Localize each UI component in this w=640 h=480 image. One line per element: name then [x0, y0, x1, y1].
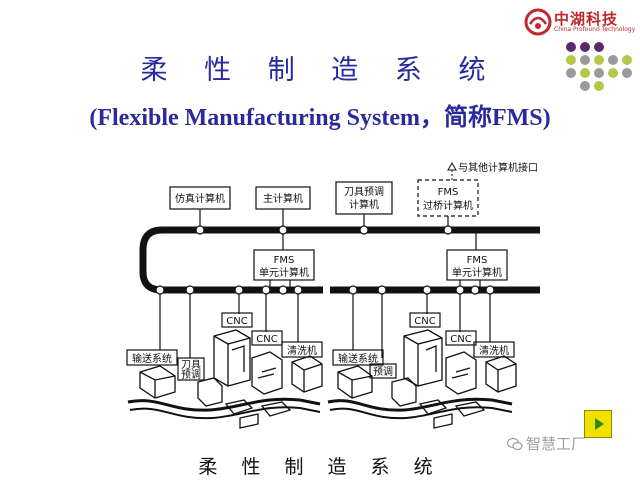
decorative-dots: [566, 42, 640, 92]
label-simulation-computer: 仿真计算机: [175, 192, 225, 205]
network-bus-left: [139, 226, 323, 294]
label-cell-unit-right-1: FMS: [467, 255, 488, 266]
label-cleaning-left: 清洗机: [287, 344, 317, 357]
logo-seal-icon: [524, 8, 552, 36]
slide-caption: 柔 性 制 造 系 统: [198, 456, 442, 478]
slide-title: 柔 性 制 造 系 统: [140, 55, 500, 86]
cnc-box-left-1: [221, 312, 253, 328]
label-tool-preset-right: 预调: [373, 366, 393, 378]
cleaning-box-right: [473, 341, 515, 358]
logo-english: China Profound Technology: [554, 26, 636, 33]
cell-computer-box-right: [446, 249, 508, 281]
cnc-box-right-1: [409, 312, 441, 328]
label-other-interface: 与其他计算机接口: [458, 161, 538, 174]
cnc-box-left-2: [251, 330, 283, 346]
next-slide-button[interactable]: [584, 410, 612, 438]
logo-name: 中湖科技: [554, 10, 619, 28]
cleaning-box-left: [281, 341, 323, 358]
conveyor-box-right: [332, 349, 384, 366]
label-tool-preset-left-1: 刀具: [181, 359, 201, 371]
slide-subtitle: (Flexible Manufacturing System，简称FMS): [89, 105, 551, 131]
machinery-right: [327, 329, 517, 429]
label-cnc-right-2: CNC: [450, 334, 471, 345]
machinery-left: [127, 329, 323, 429]
label-bridge-2: 过桥计算机: [423, 199, 473, 212]
label-tool-preset-left-2: 预调: [181, 369, 201, 381]
label-cnc-left-2: CNC: [256, 334, 277, 345]
cnc-box-right-2: [445, 330, 477, 346]
label-tool-presetting-2: 计算机: [349, 198, 379, 211]
label-cell-unit-left-2: 单元计算机: [259, 266, 309, 279]
label-cnc-left-1: CNC: [226, 316, 247, 327]
tool-preset-box-right: [369, 363, 397, 379]
label-cnc-right-1: CNC: [414, 316, 435, 327]
label-cleaning-right: 清洗机: [479, 344, 509, 357]
label-cell-unit-left-1: FMS: [274, 255, 295, 266]
label-conveyor-right: 输送系统: [338, 352, 378, 365]
tool-preset-box-left: [177, 357, 205, 381]
label-cell-unit-right-2: 单元计算机: [452, 266, 502, 279]
label-bridge-1: FMS: [438, 187, 459, 198]
wechat-icon: [507, 437, 523, 451]
label-conveyor-left: 输送系统: [132, 352, 172, 365]
cell-computer-box-left: [253, 249, 315, 281]
label-main-computer: 主计算机: [263, 192, 303, 205]
watermark: 智慧工厂: [507, 433, 586, 454]
watermark-text: 智慧工厂: [526, 435, 587, 453]
conveyor-box-left: [126, 349, 178, 366]
company-logo: 中湖科技 China Profound Technology: [524, 6, 640, 40]
label-tool-presetting-1: 刀具预调: [344, 186, 384, 198]
